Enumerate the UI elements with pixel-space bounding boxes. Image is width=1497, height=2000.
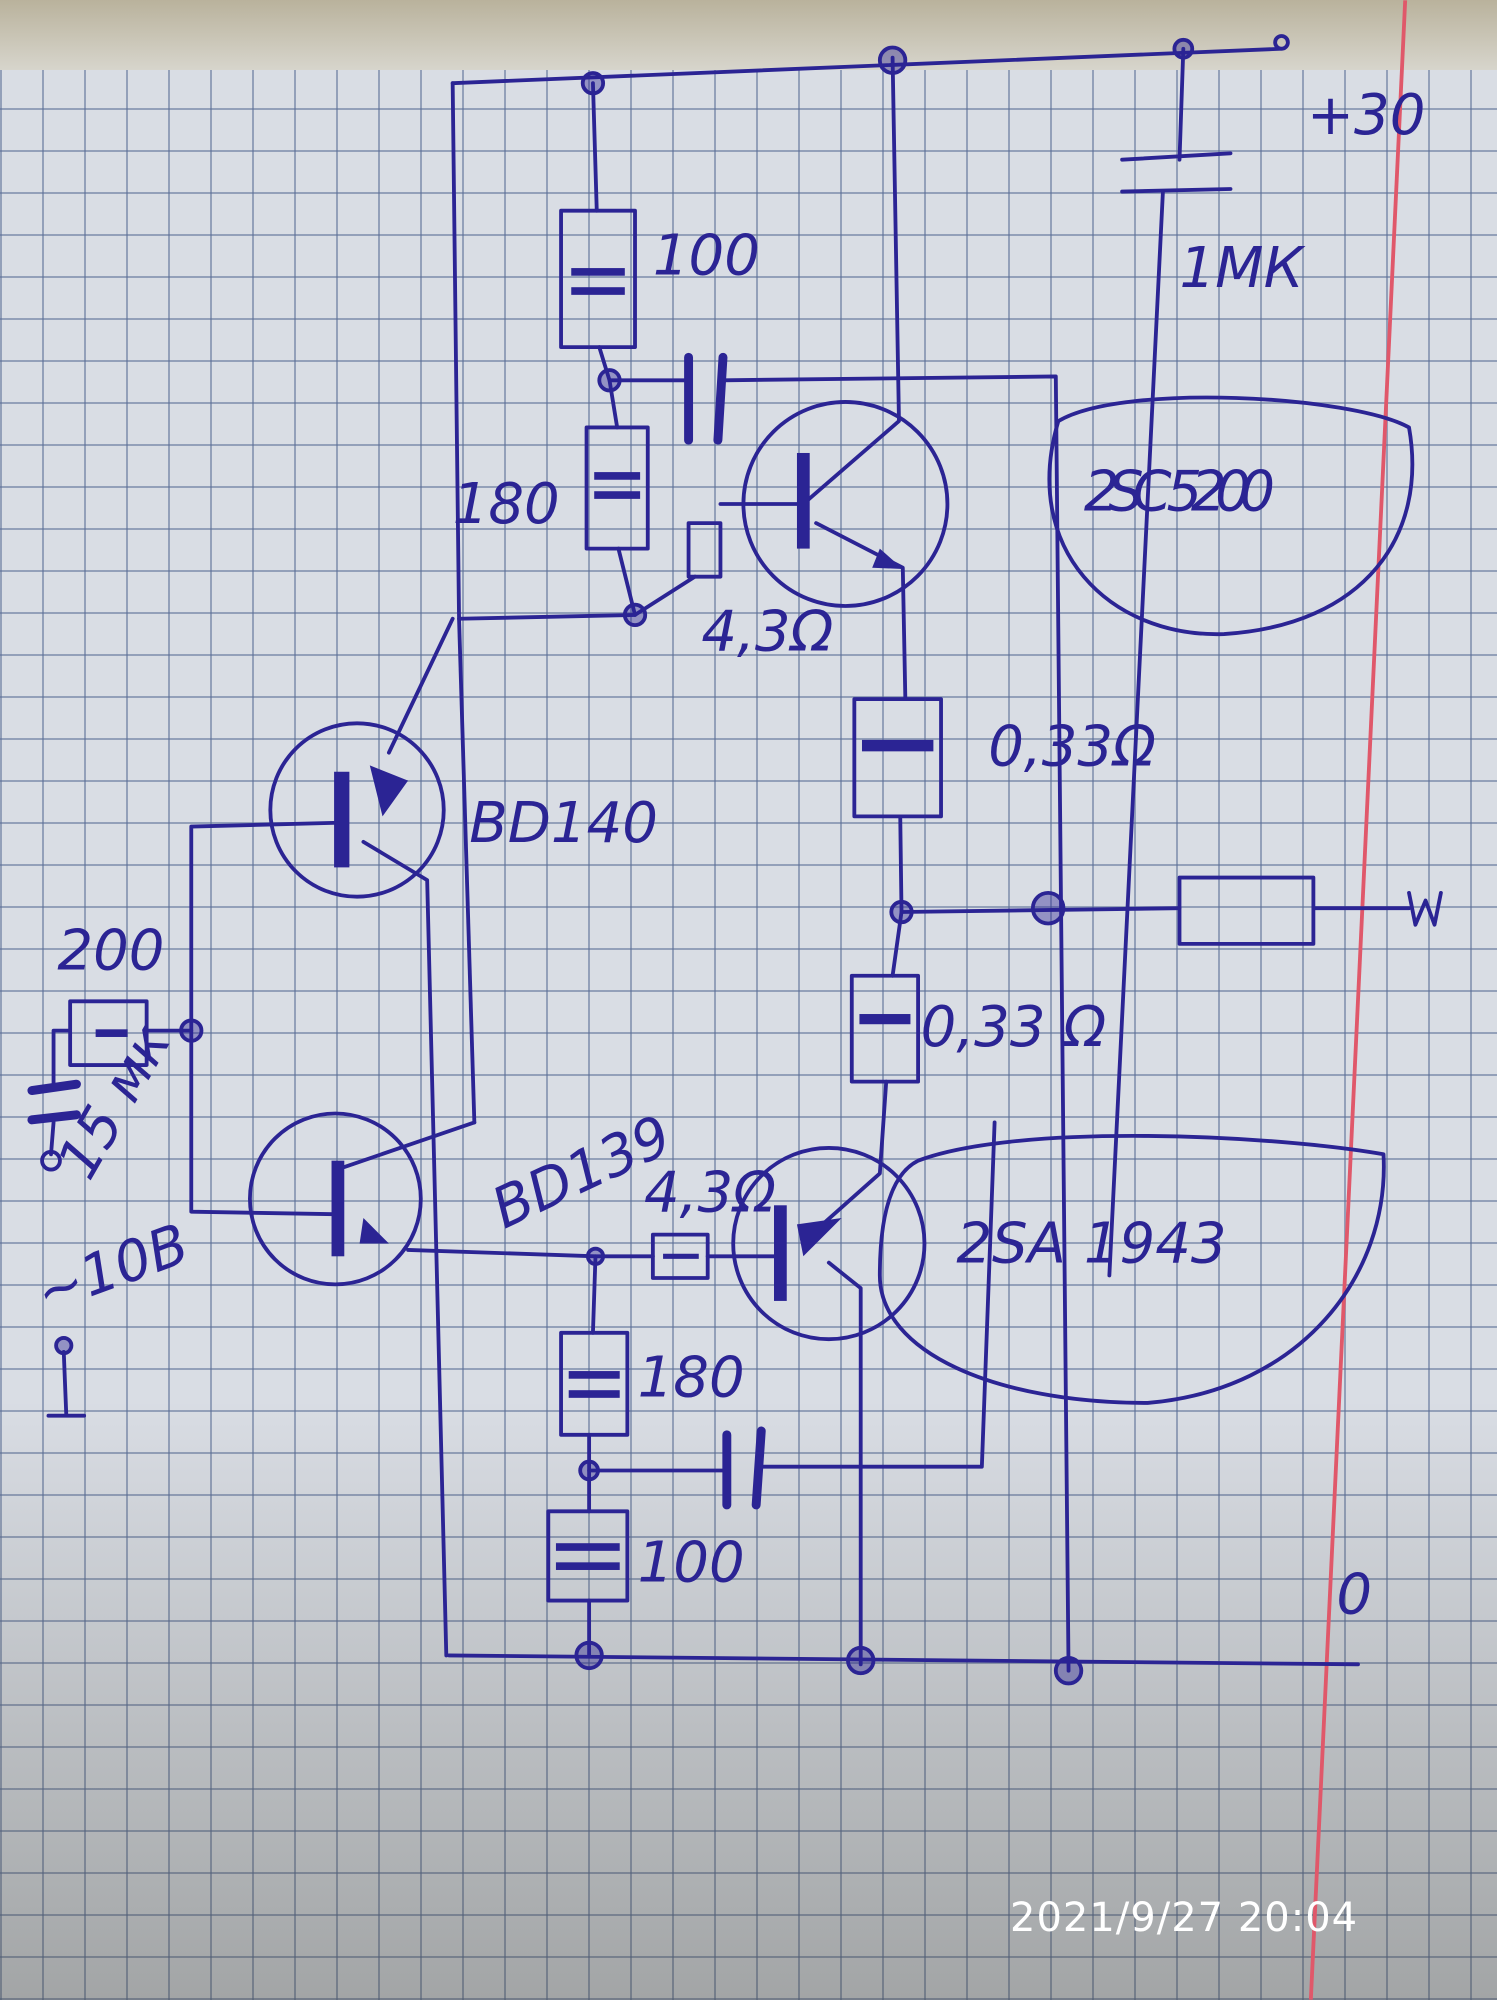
junction-nodes bbox=[40, 34, 1290, 1686]
label-r-base-top: 4,3Ω bbox=[701, 600, 833, 665]
input-terminal bbox=[40, 1149, 62, 1172]
resistor-0-33-bottom bbox=[849, 973, 921, 1084]
capacitors bbox=[27, 352, 766, 1510]
page-margin-line bbox=[1308, 0, 1408, 2000]
label-r-base-bottom: 4,3Ω bbox=[644, 1161, 776, 1226]
label-r-bottom-180: 180 bbox=[638, 1346, 745, 1411]
label-r-top-100: 100 bbox=[653, 223, 760, 288]
label-r-emitter-bottom: 0,33 Ω bbox=[921, 995, 1107, 1060]
resistors bbox=[68, 208, 1316, 1603]
label-r-top-180: 180 bbox=[453, 472, 560, 537]
resistor-100-bottom bbox=[546, 1509, 630, 1603]
transistor-bd140 bbox=[268, 721, 446, 899]
resistor-marks bbox=[95, 268, 934, 1570]
label-r-input: 200 bbox=[57, 918, 164, 983]
resistor-200 bbox=[68, 999, 149, 1067]
label-input-voltage: ~10В bbox=[27, 1212, 197, 1327]
label-r-emitter-top: 0,33Ω bbox=[988, 714, 1156, 779]
transistor-2sa1943 bbox=[731, 1146, 927, 1342]
resistor-0-33-top bbox=[852, 697, 943, 819]
resistor-180-top bbox=[584, 425, 650, 551]
capacitor-input bbox=[27, 1079, 81, 1125]
label-supply: +30 bbox=[1307, 83, 1425, 148]
wires bbox=[46, 46, 1443, 1673]
label-cap-supply: 1МК bbox=[1179, 236, 1305, 301]
resistor-4-3-bottom bbox=[650, 1232, 710, 1280]
transistor-bases bbox=[331, 452, 903, 1301]
transistor-2sc5200 bbox=[741, 400, 950, 608]
label-pnp-driver: BD140 bbox=[469, 791, 658, 856]
resistor-4-3-top bbox=[686, 521, 723, 579]
transistor-bd139 bbox=[248, 1111, 423, 1287]
label-npn-output: 2SC 5200 bbox=[1084, 459, 1275, 524]
label-cap-input: 15 мк bbox=[45, 1014, 184, 1190]
load-resistor bbox=[1177, 875, 1316, 946]
resistor-100-top bbox=[559, 208, 637, 350]
supply-terminal bbox=[1273, 34, 1290, 51]
positive-rail bbox=[450, 46, 1284, 86]
label-pnp-output: 2SA 1943 bbox=[956, 1212, 1226, 1277]
label-r-bottom-100: 100 bbox=[638, 1530, 745, 1595]
capacitor-bottom bbox=[722, 1426, 766, 1510]
photo-timestamp: 2021/9/27 20:04 bbox=[1010, 1895, 1359, 1941]
transistors bbox=[248, 400, 950, 1342]
capacitor-top bbox=[684, 352, 728, 445]
label-ground: 0 bbox=[1336, 1562, 1372, 1627]
background-surface bbox=[0, 0, 1497, 70]
resistor-180-bottom bbox=[559, 1330, 630, 1437]
